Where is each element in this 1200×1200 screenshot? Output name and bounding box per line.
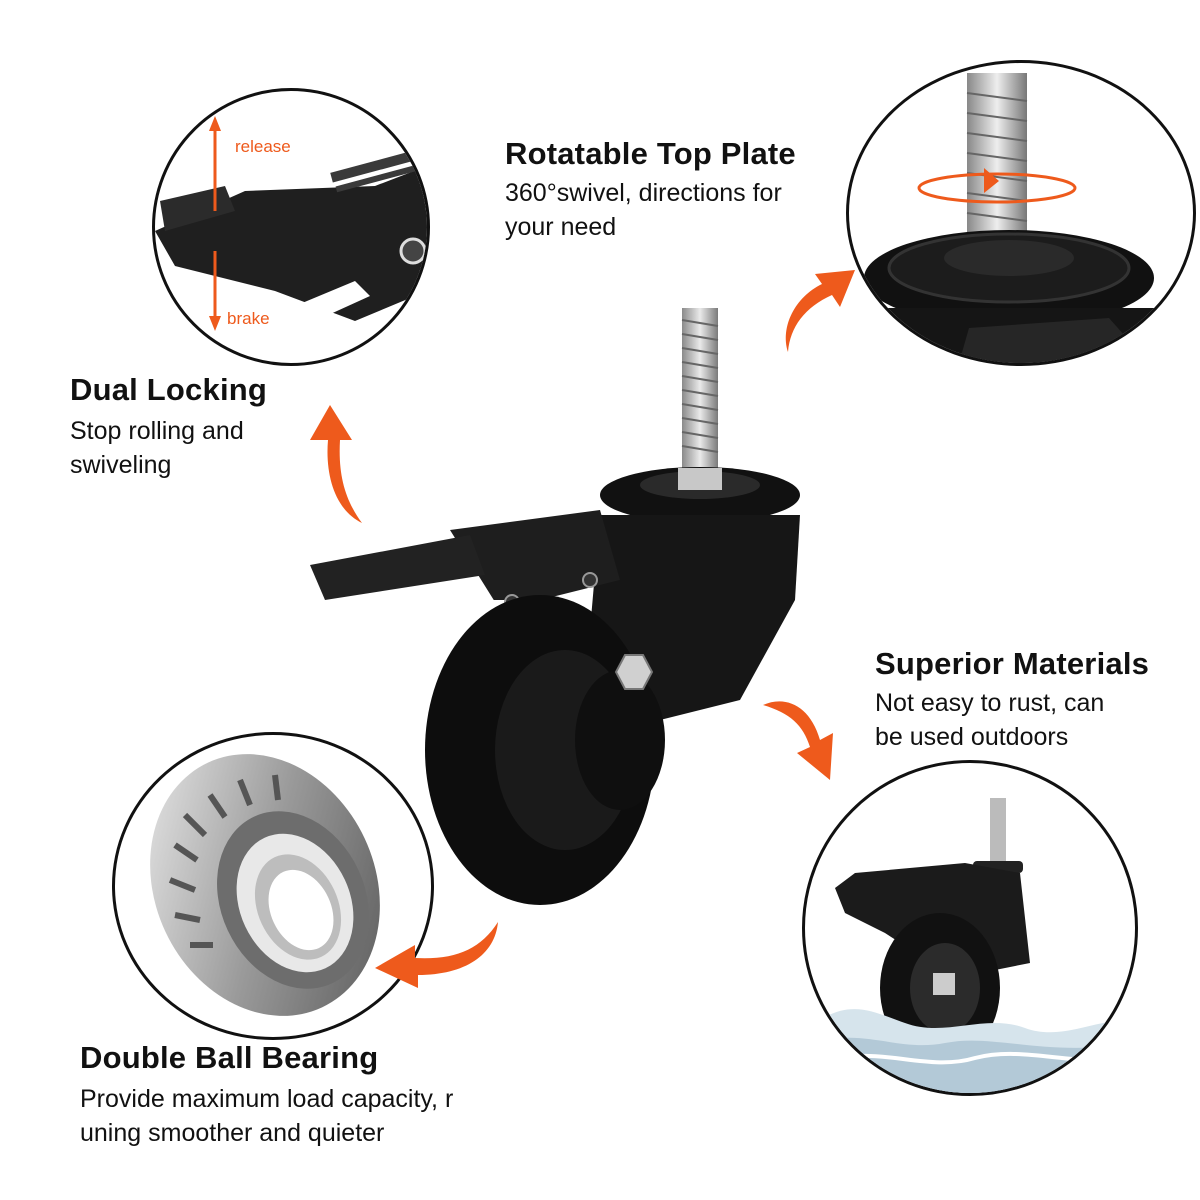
arrow-to-materials-icon [763, 701, 833, 780]
caster-in-water-closeup-icon [805, 798, 1135, 1093]
feature-desc-line2: uning smoother and quieter [80, 1119, 385, 1147]
outdoor-closeup-circle [802, 760, 1138, 1096]
release-label: release [235, 137, 291, 156]
feature-desc-line1: Provide maximum load capacity, r [80, 1085, 454, 1113]
brake-closeup-circle: release brake [152, 88, 430, 366]
feature-desc-line2: swiveling [70, 451, 172, 479]
feature-desc-line2: your need [505, 213, 617, 241]
caster-wheel-product-image [310, 308, 800, 905]
feature-title: Superior Materials [875, 646, 1150, 681]
feature-title: Rotatable Top Plate [505, 136, 796, 171]
feature-dual-locking: Dual Locking Stop rolling and swiveling [70, 372, 267, 482]
stem-closeup-circle [846, 60, 1196, 366]
arrow-to-bearing-icon [375, 922, 498, 988]
feature-double-ball-bearing: Double Ball Bearing Provide maximum load… [80, 1040, 453, 1150]
ball-bearing-closeup-icon [150, 754, 380, 1016]
arrow-to-locking-icon [310, 405, 362, 523]
feature-desc-line1: 360°swivel, directions for [505, 179, 782, 207]
feature-desc-line1: Stop rolling and [70, 417, 244, 445]
feature-rotatable-top-plate: Rotatable Top Plate 360°swivel, directio… [505, 136, 796, 244]
feature-superior-materials: Superior Materials Not easy to rust, can… [875, 646, 1149, 754]
feature-title: Dual Locking [70, 372, 268, 407]
brake-label: brake [227, 309, 270, 328]
arrow-to-top-plate-icon [785, 270, 855, 352]
threaded-stem-closeup-icon [849, 73, 1193, 363]
feature-desc-line1: Not easy to rust, can [875, 689, 1105, 717]
feature-desc-line2: be used outdoors [875, 723, 1069, 751]
bearing-closeup-circle [112, 732, 434, 1040]
feature-title: Double Ball Bearing [80, 1040, 379, 1075]
